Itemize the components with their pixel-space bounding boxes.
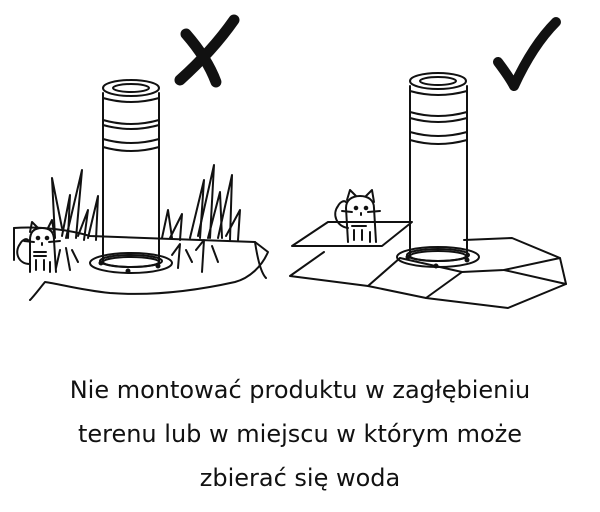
caption-line-1: Nie montować produktu w zagłębieniu (69, 376, 531, 404)
cross-mark-icon (174, 14, 240, 88)
bollard-correct (409, 72, 468, 262)
bollard-wrong (102, 79, 160, 268)
comparison-drawing (13, 14, 567, 309)
ground-edge (13, 227, 267, 279)
correct-scene (289, 17, 567, 309)
wrong-scene (13, 14, 269, 301)
instruction-caption: Nie montować produktu w zagłębieniu tere… (0, 368, 600, 500)
paving-slabs (289, 221, 567, 309)
grass-tufts (51, 164, 241, 273)
caption-line-3: zbierać się woda (199, 464, 401, 492)
cat-wrong (16, 219, 61, 273)
check-mark-icon (493, 17, 561, 91)
caption-line-2: terenu lub w miejscu w którym może (77, 420, 523, 448)
cat-correct (334, 189, 381, 243)
